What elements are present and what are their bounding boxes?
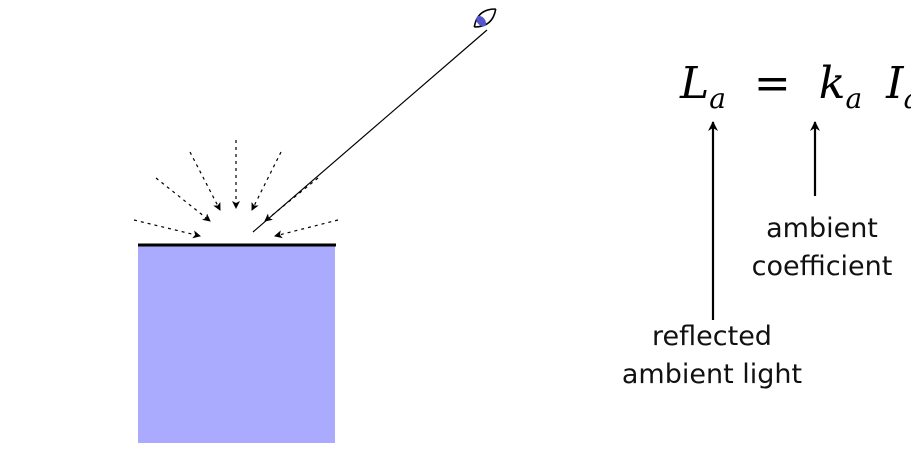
reflected-label-line1: reflected bbox=[652, 321, 772, 352]
coefficient-label-line1: ambient bbox=[766, 213, 878, 244]
ambient-ray bbox=[274, 219, 339, 239]
ambient-ray bbox=[155, 177, 211, 222]
eq-lhs-sub: a bbox=[709, 82, 726, 115]
reflected-label-line2: ambient light bbox=[621, 359, 803, 390]
eq-intensity: I bbox=[886, 58, 904, 109]
eq-equals: = bbox=[753, 58, 791, 109]
ambient-ray bbox=[189, 151, 221, 211]
object-box bbox=[138, 246, 335, 443]
eq-coef: k bbox=[818, 58, 846, 109]
ambient-ray bbox=[133, 219, 201, 239]
ambient-ray bbox=[251, 151, 282, 211]
eq-lhs: L bbox=[680, 58, 710, 109]
reflected-ambient-light-label: reflected ambient light bbox=[612, 318, 812, 394]
ambient-coefficient-label: ambient coefficient bbox=[742, 210, 902, 286]
eye-icon bbox=[473, 8, 497, 28]
reflected-ray bbox=[252, 29, 488, 233]
eq-coef-sub: a bbox=[845, 82, 863, 115]
coefficient-label-line2: coefficient bbox=[751, 251, 893, 282]
ambient-equation: La = ka Ia bbox=[680, 58, 911, 115]
eq-intensity-sub: a bbox=[904, 82, 911, 115]
ambient-rays bbox=[133, 140, 339, 239]
